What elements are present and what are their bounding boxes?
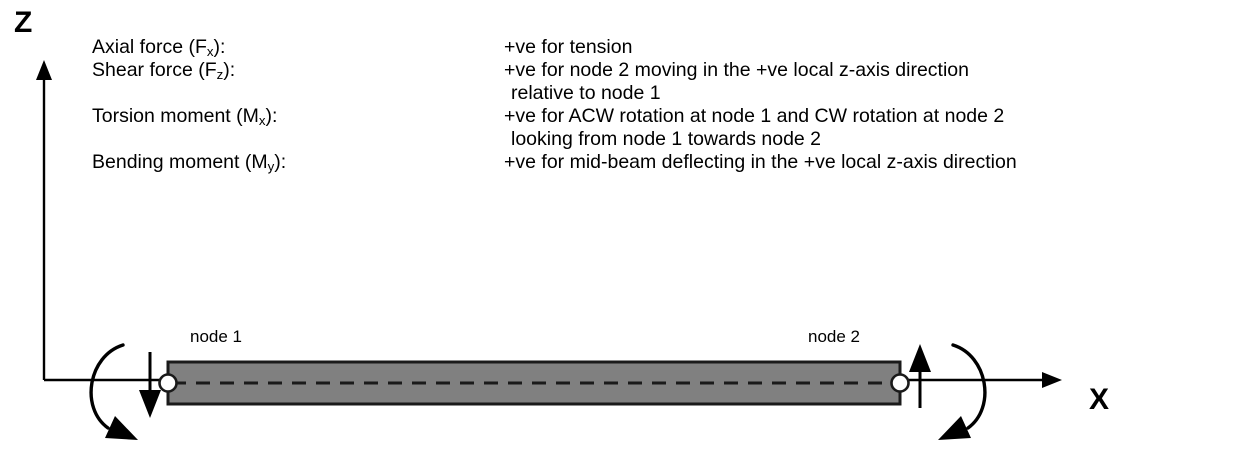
convention-description: +ve for ACW rotation at node 1 and CW ro… xyxy=(504,105,1005,127)
convention-row: relative to node 1 xyxy=(92,82,1192,105)
node-1-moment-arrow xyxy=(89,343,138,440)
convention-row: Torsion moment (Mx): +ve for ACW rotation… xyxy=(92,105,1192,128)
node-1-marker xyxy=(158,373,178,393)
convention-term: Torsion moment (Mx): xyxy=(92,105,278,129)
convention-row: Bending moment (My): +ve for mid-beam def… xyxy=(92,151,1192,174)
convention-description: +ve for node 2 moving in the +ve local z… xyxy=(504,59,970,81)
convention-description: +ve for mid-beam deflecting in the +ve l… xyxy=(504,151,1017,173)
convention-term-subscript: x xyxy=(258,113,266,129)
z-axis-label: Z xyxy=(14,6,33,39)
convention-term-subscript: y xyxy=(267,159,275,175)
convention-row: Axial force (Fx): +ve for tension xyxy=(92,36,1192,59)
node-2-moment-arrow xyxy=(938,343,987,440)
node-2-marker xyxy=(890,373,910,393)
convention-row: looking from node 1 towards node 2 xyxy=(92,128,1192,151)
node-1-shear-force-arrow xyxy=(139,352,161,418)
convention-row: Shear force (Fz): +ve for node 2 moving i… xyxy=(92,59,1192,82)
convention-term: Axial force (Fx): xyxy=(92,36,226,60)
node-1-label: node 1 xyxy=(190,327,242,346)
convention-term: Shear force (Fz): xyxy=(92,59,236,83)
node-2-shear-force-arrow xyxy=(909,344,931,408)
convention-term-subscript: z xyxy=(216,67,224,83)
convention-term: Bending moment (My): xyxy=(92,151,287,175)
z-axis-arrow xyxy=(36,60,52,380)
node-2-label: node 2 xyxy=(808,327,860,346)
convention-description: relative to node 1 xyxy=(511,82,661,104)
beam-element xyxy=(166,360,902,406)
convention-description: +ve for tension xyxy=(504,36,633,58)
x-axis-label: X xyxy=(1089,383,1110,416)
convention-term-subscript: x xyxy=(206,44,214,60)
convention-description: looking from node 1 towards node 2 xyxy=(511,128,822,150)
